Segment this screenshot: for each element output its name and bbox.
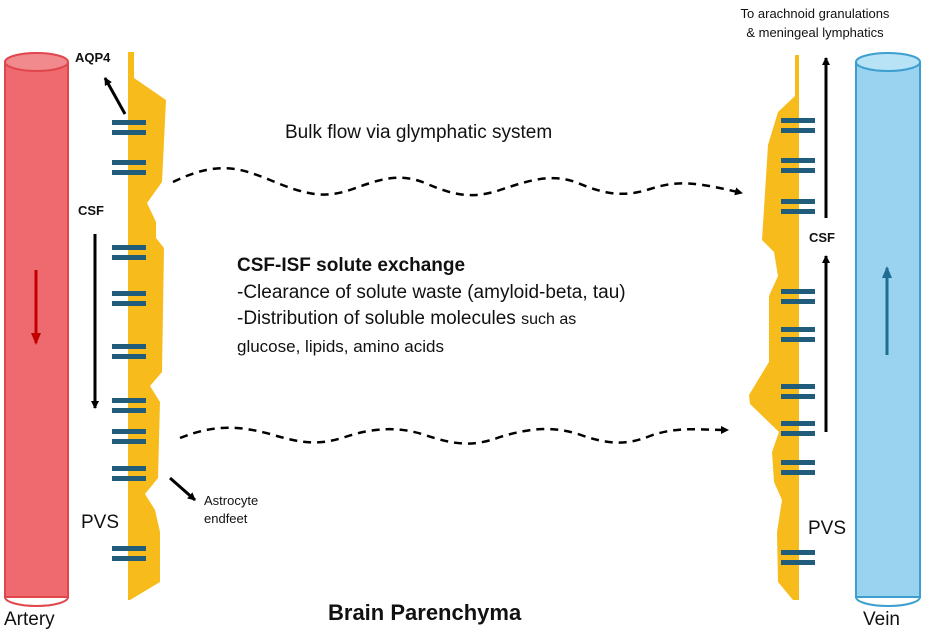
- exchange-flow-wave-arrow: [179, 425, 729, 445]
- arachnoid-destination-label: To arachnoid granulations & meningeal ly…: [700, 4, 930, 42]
- left-aqp4-channels: [112, 120, 146, 561]
- brain-parenchyma-label: Brain Parenchyma: [328, 600, 522, 625]
- artery-vessel: [4, 52, 69, 607]
- pvs-left-label: PVS: [81, 512, 120, 533]
- astrocyte-endfeet-label: Astrocyte endfeet: [204, 492, 258, 528]
- csf-right-label: CSF: [809, 230, 835, 245]
- vein-vessel: [855, 52, 921, 607]
- exchange-line1: -Clearance of solute waste (amyloid-beta…: [237, 281, 626, 303]
- right-aqp4-channels: [781, 118, 815, 565]
- astrocyte-label-line1: Astrocyte: [204, 493, 259, 508]
- exchange-line2-suffix: such as: [521, 311, 577, 328]
- vein-label: Vein: [863, 609, 900, 630]
- aqp4-label: AQP4: [75, 50, 111, 65]
- astrocyte-pointer-arrow: [169, 476, 196, 502]
- aqp4-pointer-arrow: [103, 77, 127, 115]
- exchange-line2: -Distribution of soluble molecules such …: [237, 306, 626, 334]
- exchange-line2-main: -Distribution of soluble molecules: [237, 308, 522, 329]
- bulk-flow-wave-arrow: [172, 166, 743, 197]
- exchange-text-block: CSF-ISF solute exchange -Clearance of so…: [237, 253, 626, 360]
- exchange-title: CSF-ISF solute exchange: [237, 255, 466, 276]
- arachnoid-label-line1: To arachnoid granulations: [740, 6, 890, 21]
- pvs-right-label: PVS: [808, 518, 847, 539]
- arachnoid-label-line2: & meningeal lymphatics: [746, 25, 884, 40]
- bulk-flow-label: Bulk flow via glymphatic system: [285, 122, 553, 143]
- left-astrocyte-endfeet: [128, 52, 166, 600]
- astrocyte-label-line2: endfeet: [204, 511, 248, 526]
- csf-left-label: CSF: [78, 203, 104, 218]
- artery-label: Artery: [4, 609, 55, 630]
- exchange-line3: glucose, lipids, amino acids: [237, 336, 444, 356]
